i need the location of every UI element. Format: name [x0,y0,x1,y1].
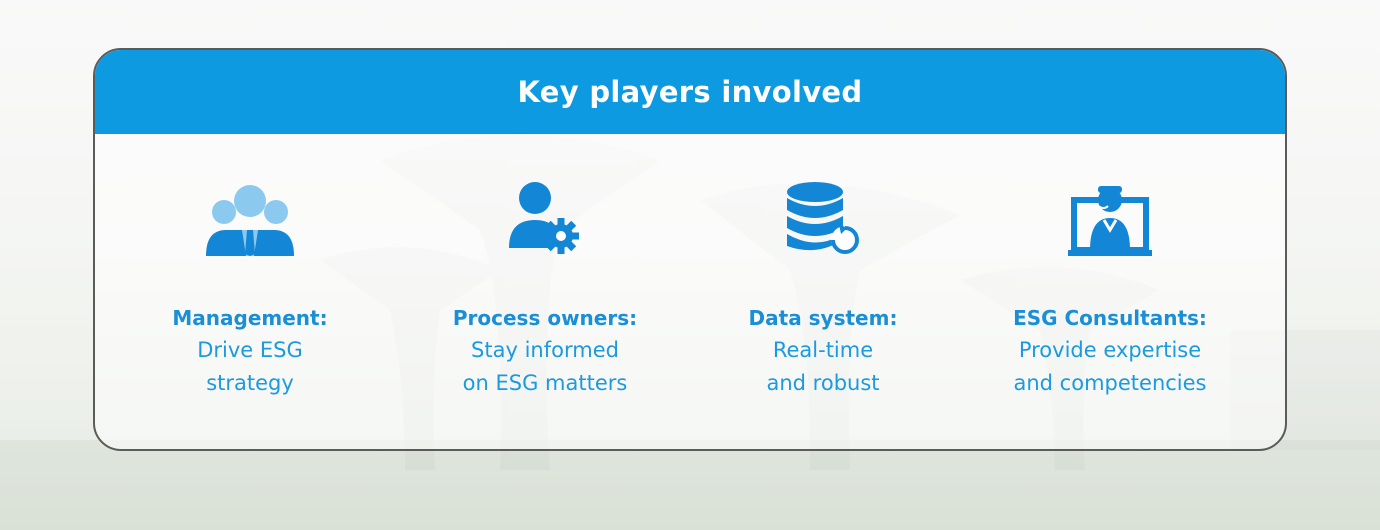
player-esg-consultants: ESG Consultants: Provide expertise and c… [960,180,1260,400]
key-players-card: Key players involved Management: Drive E… [93,48,1287,451]
player-data-system: Data system: Real-time and robust [673,180,973,400]
player-management: Management: Drive ESG strategy [100,180,400,400]
team-icon [100,180,400,260]
player-desc-line2: and robust [766,371,880,395]
player-desc-line1: Stay informed [471,338,619,362]
player-description: Real-time and robust [673,334,973,400]
card-header: Key players involved [95,50,1285,134]
consultant-icon [960,180,1260,260]
player-desc-line1: Real-time [772,338,874,362]
player-desc-line1: Provide expertise [1018,338,1202,362]
player-description: Drive ESG strategy [100,334,400,400]
database-refresh-icon [673,180,973,260]
player-desc-line1: Drive ESG [197,338,303,362]
player-desc-line2: on ESG matters [462,371,628,395]
player-name: Data system: [748,306,898,330]
player-description: Stay informed on ESG matters [395,334,695,400]
player-name: Process owners: [452,306,638,330]
player-desc-line2: strategy [206,371,294,395]
player-name: ESG Consultants: [1013,306,1207,330]
player-process-owners: Process owners: Stay informed on ESG mat… [395,180,695,400]
card-title: Key players involved [517,75,863,109]
player-desc-line2: and competencies [1013,371,1207,395]
player-description: Provide expertise and competencies [960,334,1260,400]
user-gear-icon [395,180,695,260]
player-name: Management: [172,306,328,330]
